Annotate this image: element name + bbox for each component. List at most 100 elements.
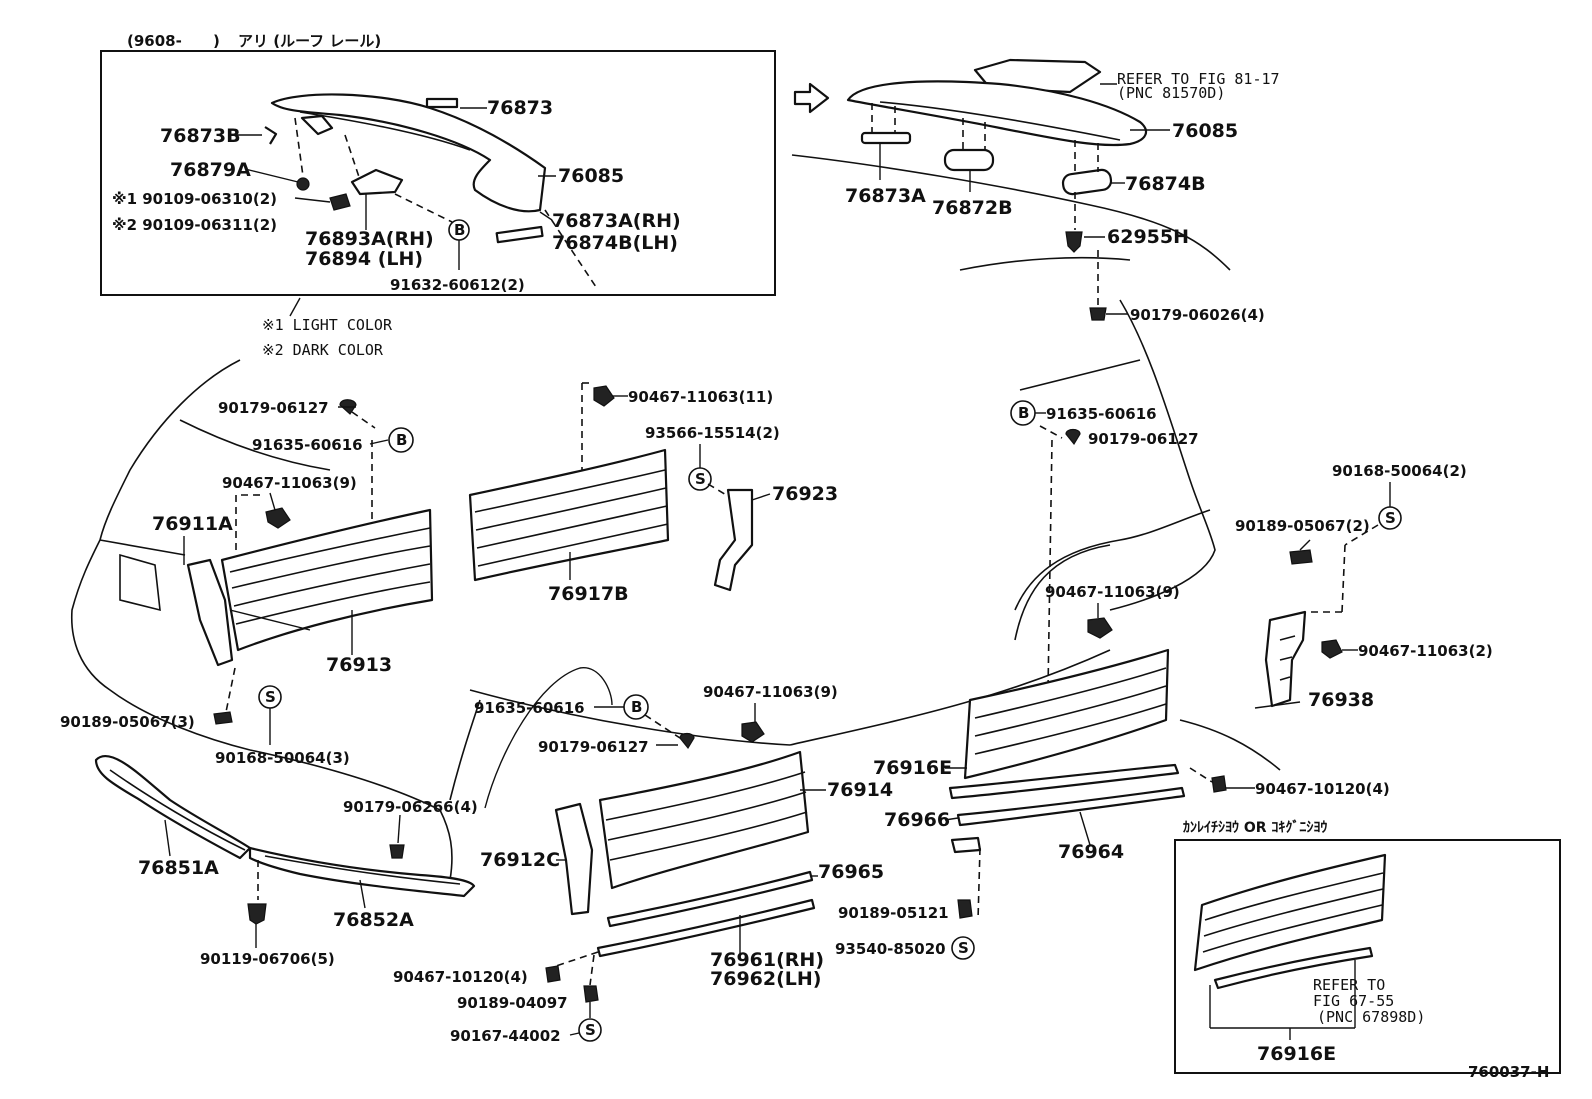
bracket-76923 [713, 488, 754, 592]
nut-90179-06026 [1089, 307, 1107, 321]
end-piece-76912C [554, 802, 594, 916]
inset-alt-header: ｶﾝﾚｲﾁｼﾖｳ OR ｺｷｸﾞﾆｼﾖｳ [1183, 819, 1327, 836]
screw-90119-06706 [247, 903, 267, 925]
front-moulding-group: 90179-06127 91635-60616 B 90467-11063(9)… [60, 399, 434, 767]
clip-90467-10120-a [1211, 775, 1227, 793]
label-76964: 76964 [1058, 841, 1124, 863]
clip-90467-11063-a [265, 507, 291, 529]
circle-s-b [688, 467, 712, 491]
vehicle-body-outlines [70, 299, 1281, 881]
label-76961: 76961(RH) [710, 949, 824, 971]
label-76914: 76914 [827, 779, 893, 801]
label-90189-05121: 90189-05121 [838, 904, 949, 922]
quarter-group: B 91635-60616 90179-06127 90168-50064(2)… [835, 400, 1493, 960]
clip-90189-05121 [957, 899, 973, 919]
label-76965: 76965 [818, 861, 884, 883]
inset-pad-76873B [264, 126, 278, 145]
circle-b-c [623, 694, 649, 720]
label-76085-inset: 76085 [558, 165, 624, 187]
label-90179-06026: 90179-06026(4) [1130, 306, 1265, 324]
circle-b-b-letter: B [1018, 404, 1029, 422]
label-76852A: 76852A [333, 909, 414, 931]
arrow-icon [793, 82, 830, 114]
spoiler-76851A [94, 754, 252, 860]
inset-refer-2: FIG 67-55 [1313, 992, 1394, 1010]
inset-label-76916E: 76916E [1257, 1043, 1336, 1065]
front-spoiler-group: 76851A 76852A 90119-06706(5) 90179-06266… [94, 754, 478, 968]
figure-id: 760037-H [1468, 1063, 1549, 1081]
pad-76874B [1061, 168, 1113, 196]
circle-s-d-letter: S [958, 939, 969, 957]
circle-b-c-letter: B [631, 698, 642, 716]
label-90109-06310: ※1 90109-06310(2) [112, 190, 277, 208]
inset-spoiler-edge [299, 111, 471, 151]
label-91635-60616-c: 91635-60616 [474, 699, 585, 717]
label-76962: 76962(LH) [710, 968, 821, 990]
label-62955H: 62955H [1107, 226, 1189, 248]
moulding-76913 [220, 508, 434, 652]
pad-76873A [860, 131, 912, 145]
label-76874B-lh: 76874B(LH) [552, 232, 678, 254]
label-90109-06311: ※2 90109-06311(2) [112, 216, 277, 234]
label-90189-04097: 90189-04097 [457, 994, 568, 1012]
clip-90467-11063-2 [1321, 639, 1343, 659]
clip-90467-11063-b [1087, 617, 1113, 639]
label-90189-05067-3: 90189-05067(3) [60, 713, 195, 731]
refer-fig-81-17: REFER TO FIG 81-17 [1117, 70, 1280, 88]
moulding-76964 [956, 786, 1186, 827]
label-90467-11063-9c: 90467-11063(9) [703, 683, 838, 701]
inset-header-jp: アリ (ルーフ レール) [238, 32, 381, 50]
clip-62955H [1065, 231, 1083, 253]
inset-bracket-76893A [350, 168, 404, 196]
inset-alternative: ｶﾝﾚｲﾁｼﾖｳ OR ｺｷｸﾞﾆｼﾖｳ REFER TO FIG 67-55 … [1174, 819, 1561, 1074]
label-90467-11063-9b: 90467-11063(9) [1045, 583, 1180, 601]
inset-header-date: (9608- [127, 32, 182, 50]
clip-90467-11063-c [741, 721, 765, 743]
label-76911A: 76911A [152, 513, 233, 535]
label-76893A: 76893A(RH) [305, 228, 434, 250]
circle-s-e [578, 1018, 602, 1042]
label-90119-06706: 90119-06706(5) [200, 950, 335, 968]
label-76912C: 76912C [480, 849, 560, 871]
inset-frame [100, 50, 776, 296]
circle-s-b-letter: S [695, 470, 706, 488]
label-76873B: 76873B [160, 125, 241, 147]
label-76874B: 76874B [1125, 173, 1206, 195]
clip-90189-04097 [583, 985, 599, 1003]
inset-nut-76879A [296, 177, 310, 191]
clip-90467-10120-b [545, 965, 561, 983]
label-91635-60616-b: 91635-60616 [1046, 405, 1157, 423]
inset-spoiler-76085 [270, 93, 547, 213]
inset-clip [300, 114, 334, 136]
label-90467-11063-9a: 90467-11063(9) [222, 474, 357, 492]
label-90179-06127-a: 90179-06127 [218, 399, 329, 417]
label-76872B: 76872B [932, 197, 1013, 219]
inset-roof-rail: (9608- ) アリ (ルーフ レール) 76873 76873B 76879… [100, 32, 776, 296]
inset-alt-frame [1174, 839, 1561, 1074]
label-90179-06266: 90179-06266(4) [343, 798, 478, 816]
label-91635-60616-a: 91635-60616 [252, 436, 363, 454]
label-76938: 76938 [1308, 689, 1374, 711]
vehicle-body-line [791, 154, 1231, 271]
moulding-76961 [596, 898, 816, 958]
bracket-76911A [186, 558, 234, 667]
circle-s-e-letter: S [585, 1021, 596, 1039]
circle-b-inset-letter: B [454, 221, 465, 239]
spoiler-76085 [846, 80, 1148, 147]
note-dark-color: ※2 DARK COLOR [262, 341, 384, 359]
label-76923: 76923 [772, 483, 838, 505]
clip-90189-05067-3 [213, 711, 233, 725]
label-90467-11063-11: 90467-11063(11) [628, 388, 773, 406]
label-90179-06127-b: 90179-06127 [1088, 430, 1199, 448]
label-76894: 76894 (LH) [305, 248, 423, 270]
inset-garnish-67898D [1213, 946, 1374, 990]
pad-76872B [943, 148, 995, 172]
note-light-color: ※1 LIGHT COLOR [262, 316, 393, 334]
moulding-76965 [606, 870, 814, 928]
label-76873: 76873 [487, 97, 553, 119]
moulding-76917B [468, 448, 670, 582]
circle-s-a-letter: S [265, 688, 276, 706]
label-76917B: 76917B [548, 583, 629, 605]
label-90467-10120-4a: 90467-10120(4) [1255, 780, 1390, 798]
